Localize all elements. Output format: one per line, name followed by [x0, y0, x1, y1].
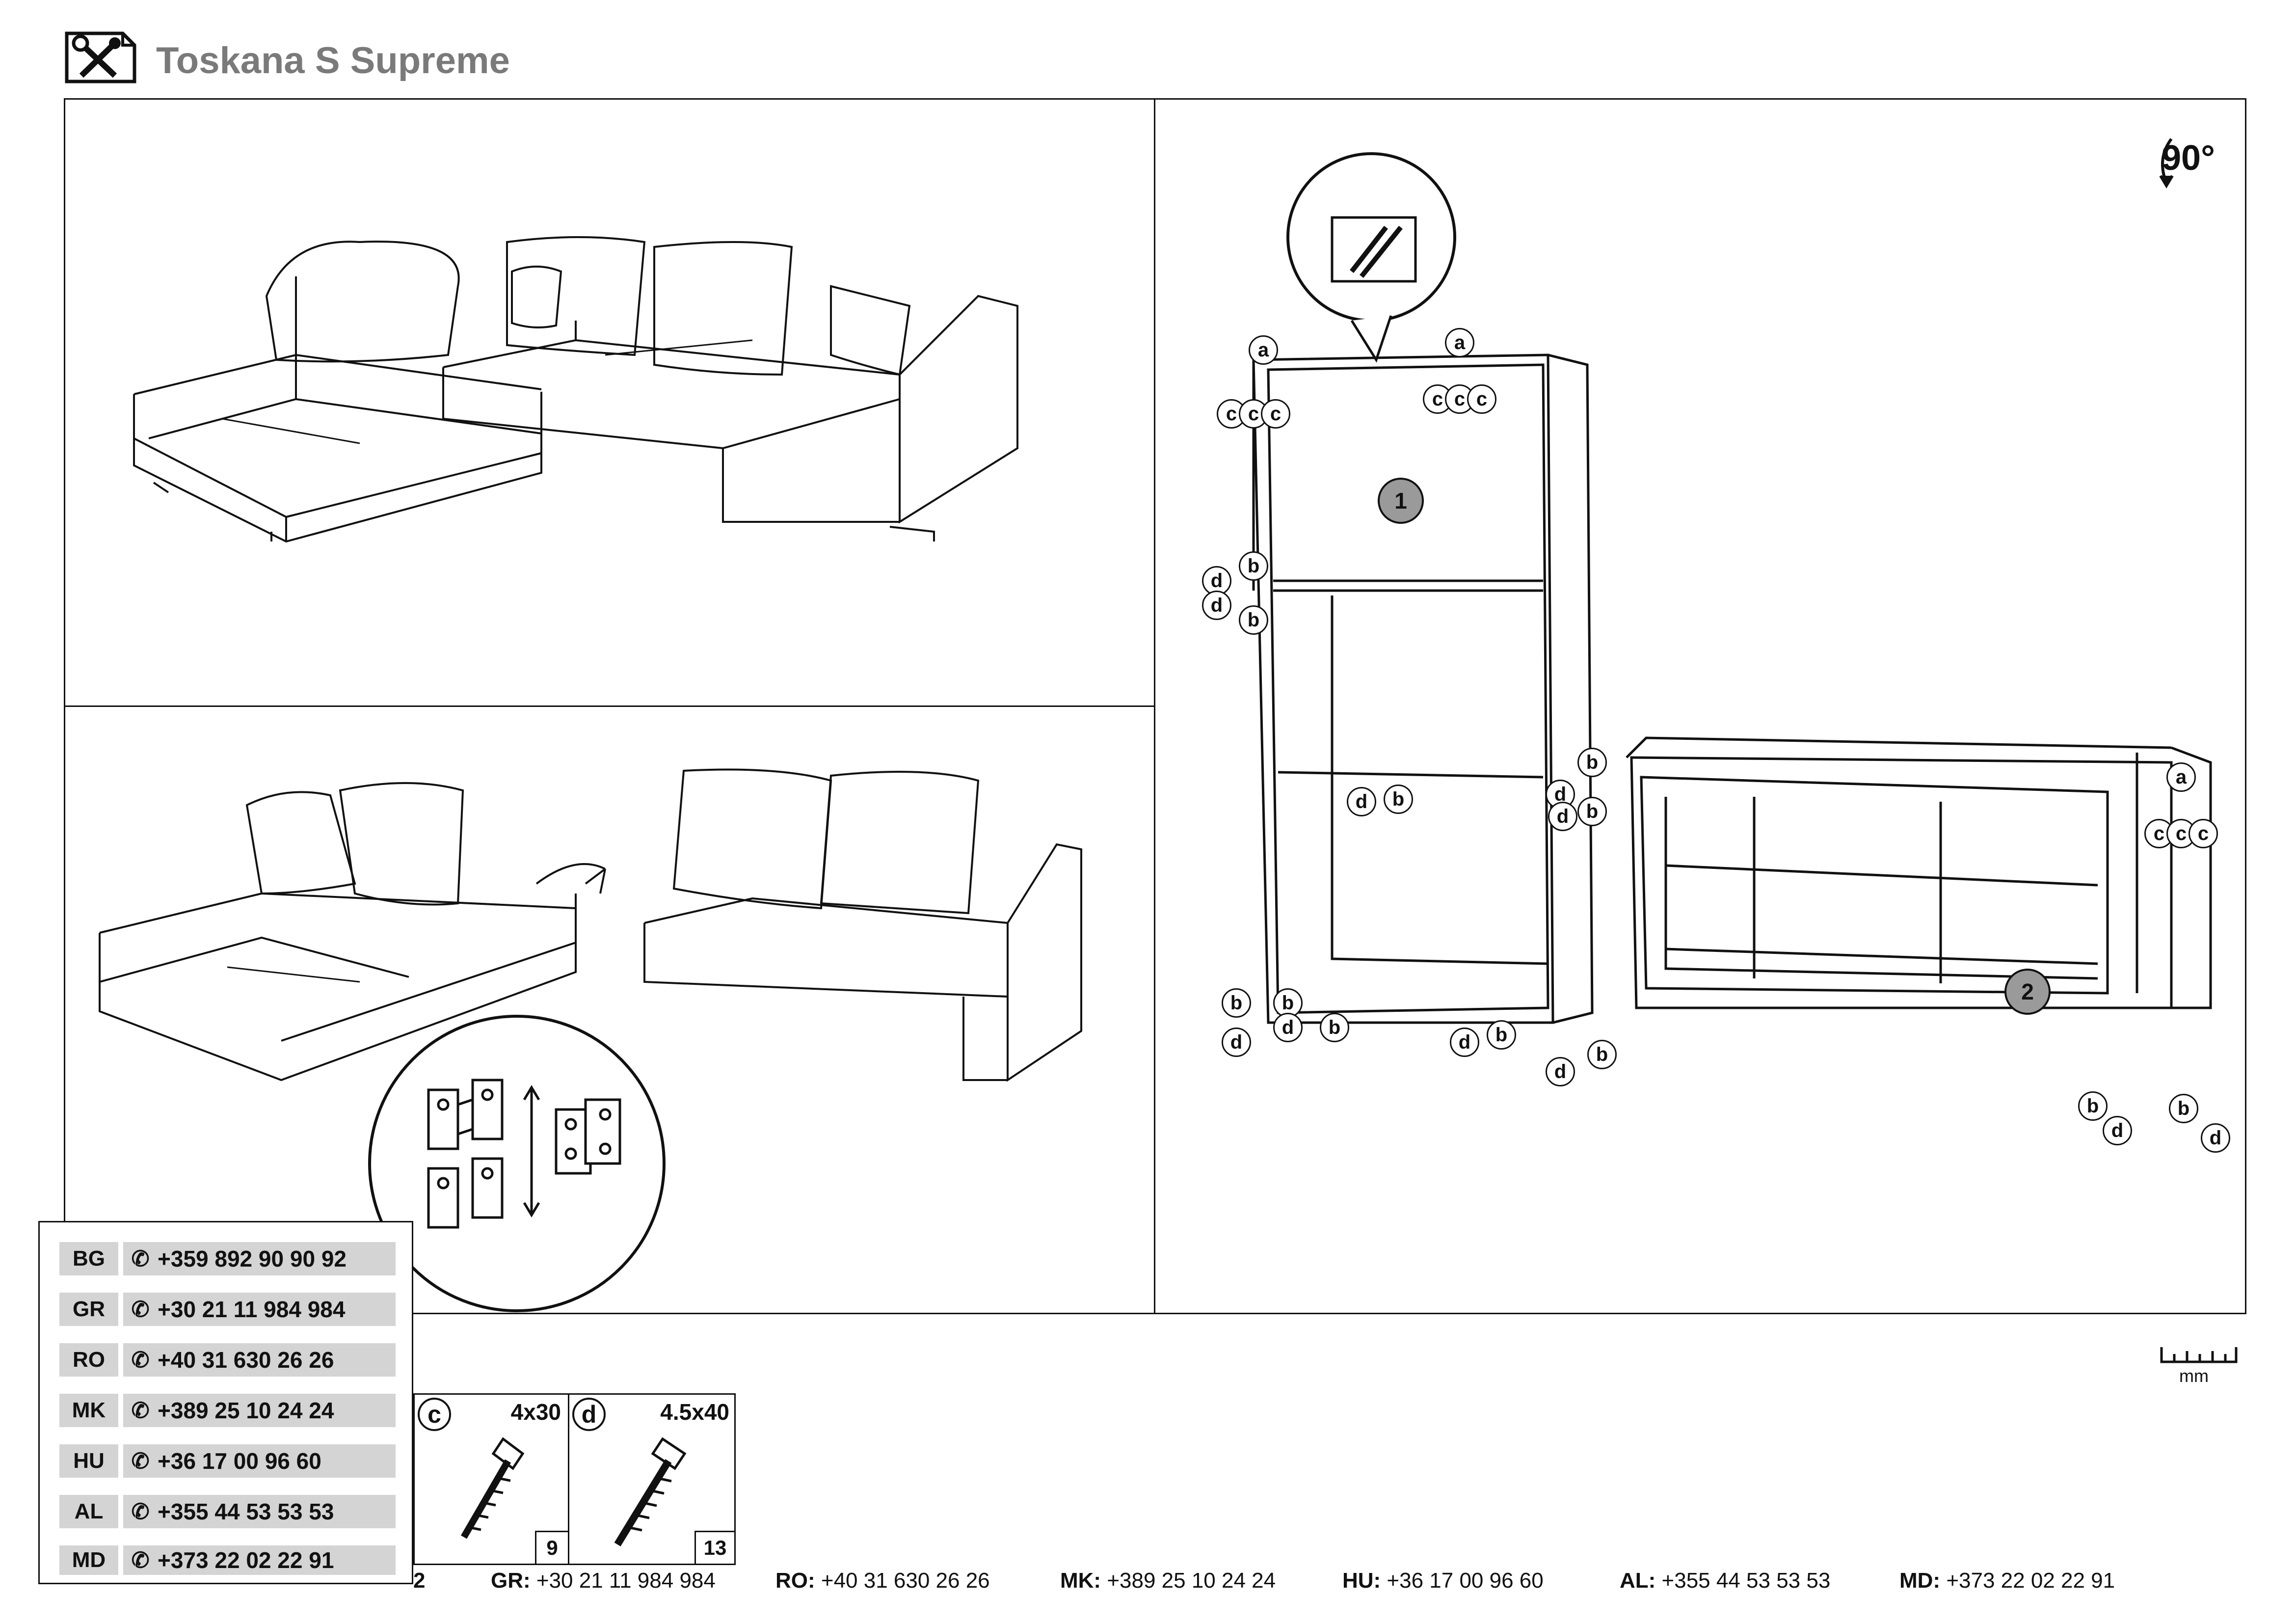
phone-icon: ✆ [131, 1548, 150, 1572]
callout-d: d [2201, 1123, 2230, 1153]
phone-number: +389 25 10 24 24 [158, 1398, 334, 1423]
callout-c: c [1217, 399, 1246, 429]
phone-number: +30 21 11 984 984 [158, 1297, 346, 1322]
country-code: GR [59, 1293, 118, 1326]
phone-icon: ✆ [131, 1449, 150, 1473]
country-code: AL [59, 1495, 118, 1528]
callout-d: d [1548, 802, 1577, 831]
callout-b: b [2169, 1094, 2198, 1123]
hardware-size: 4.5x40 [660, 1399, 729, 1425]
screw-icon [460, 1437, 525, 1539]
country-code: RO [59, 1343, 118, 1377]
footer-entry: AL: +355 44 53 53 53 [1620, 1569, 1831, 1593]
phone-icon: ✆ [131, 1348, 150, 1372]
phone-number: +36 17 00 96 60 [158, 1448, 321, 1474]
frame-assembly-drawing [1252, 152, 2212, 1024]
phone-number: +359 892 90 90 92 [158, 1246, 347, 1272]
callout-a: a [1445, 328, 1474, 357]
callout-a: a [2166, 762, 2196, 792]
country-code: HU [59, 1444, 118, 1478]
callout-a: a [1249, 335, 1278, 365]
screw-icon [614, 1437, 687, 1546]
callout-b: b [1587, 1040, 1617, 1069]
callout-d: d [1222, 1028, 1251, 1057]
callout-b: b [1239, 551, 1268, 581]
hardware-box-c: c 4x30 9 [413, 1393, 569, 1565]
hardware-qty: 9 [535, 1531, 568, 1564]
sofa-parts-drawing [99, 768, 1082, 1082]
corner-sofa-drawing [133, 236, 1018, 543]
callout-b: b [1384, 785, 1413, 814]
footer-entry: MK: +389 25 10 24 24 [1060, 1569, 1276, 1593]
callout-b: b [1577, 797, 1607, 826]
phone-icon: ✆ [131, 1499, 150, 1524]
callout-c: c [2189, 819, 2218, 848]
callout-b: b [1222, 988, 1251, 1018]
footer-fragment: 2 [413, 1569, 426, 1593]
panel-join-sofa [64, 705, 1155, 1314]
support-phone-table: BG ✆ +359 892 90 90 92 GR ✆ +30 21 11 984 … [38, 1221, 413, 1584]
panel-assembled-sofa [64, 98, 1155, 707]
rotation-label: 90° [2162, 138, 2215, 178]
part-number-2: 2 [2004, 969, 2051, 1015]
hardware-letter: c [418, 1398, 451, 1431]
hardware-letter: d [572, 1398, 606, 1431]
footer-contacts: 2 GR: +30 21 11 984 984 RO: +40 31 630 2… [393, 1569, 2160, 1598]
country-code: MK [59, 1394, 118, 1427]
callout-d: d [1273, 1013, 1303, 1042]
connector-bracket-detail [368, 1015, 666, 1312]
country-code: BG [59, 1242, 118, 1275]
callout-c: c [1467, 384, 1496, 414]
phone-number: +40 31 630 26 26 [158, 1347, 334, 1373]
rotate-90-icon [2152, 129, 2225, 198]
ruler-icon [2160, 1345, 2238, 1375]
phone-icon: ✆ [131, 1297, 150, 1322]
footer-entry: GR: +30 21 11 984 984 [491, 1569, 716, 1593]
footer-entry: HU: +36 17 00 96 60 [1342, 1569, 1544, 1593]
tools-icon [64, 30, 137, 84]
callout-d: d [2103, 1116, 2132, 1145]
footer-entry: RO: +40 31 630 26 26 [775, 1569, 990, 1593]
part-number-1: 1 [1378, 478, 1424, 524]
phone-number: +373 22 02 22 91 [158, 1547, 334, 1573]
callout-d: d [1347, 787, 1376, 816]
ruler-unit-label: mm [2179, 1366, 2209, 1386]
callout-b: b [1487, 1020, 1516, 1050]
callout-d: d [1202, 591, 1231, 620]
phone-icon: ✆ [131, 1246, 150, 1271]
phone-number: +355 44 53 53 53 [158, 1499, 334, 1524]
callout-d: d [1546, 1057, 1575, 1086]
hardware-size: 4x30 [510, 1399, 561, 1425]
callout-b: b [1577, 748, 1607, 777]
hardware-box-d: d 4.5x40 13 [568, 1393, 736, 1565]
page-title: Toskana S Supreme [156, 40, 510, 81]
callout-b: b [1239, 605, 1268, 635]
footer-entry: MD: +373 22 02 22 91 [1899, 1569, 2115, 1593]
callout-c: c [1261, 399, 1290, 429]
phone-icon: ✆ [131, 1398, 150, 1423]
hardware-qty: 13 [694, 1531, 734, 1564]
panel-frame-assembly: 90° 1 2 a a a c c c c c c c c c b [1154, 98, 2246, 1314]
callout-b: b [1320, 1013, 1349, 1042]
callout-b: b [2078, 1091, 2108, 1121]
country-code: MD [59, 1545, 118, 1575]
callout-d: d [1450, 1028, 1479, 1057]
